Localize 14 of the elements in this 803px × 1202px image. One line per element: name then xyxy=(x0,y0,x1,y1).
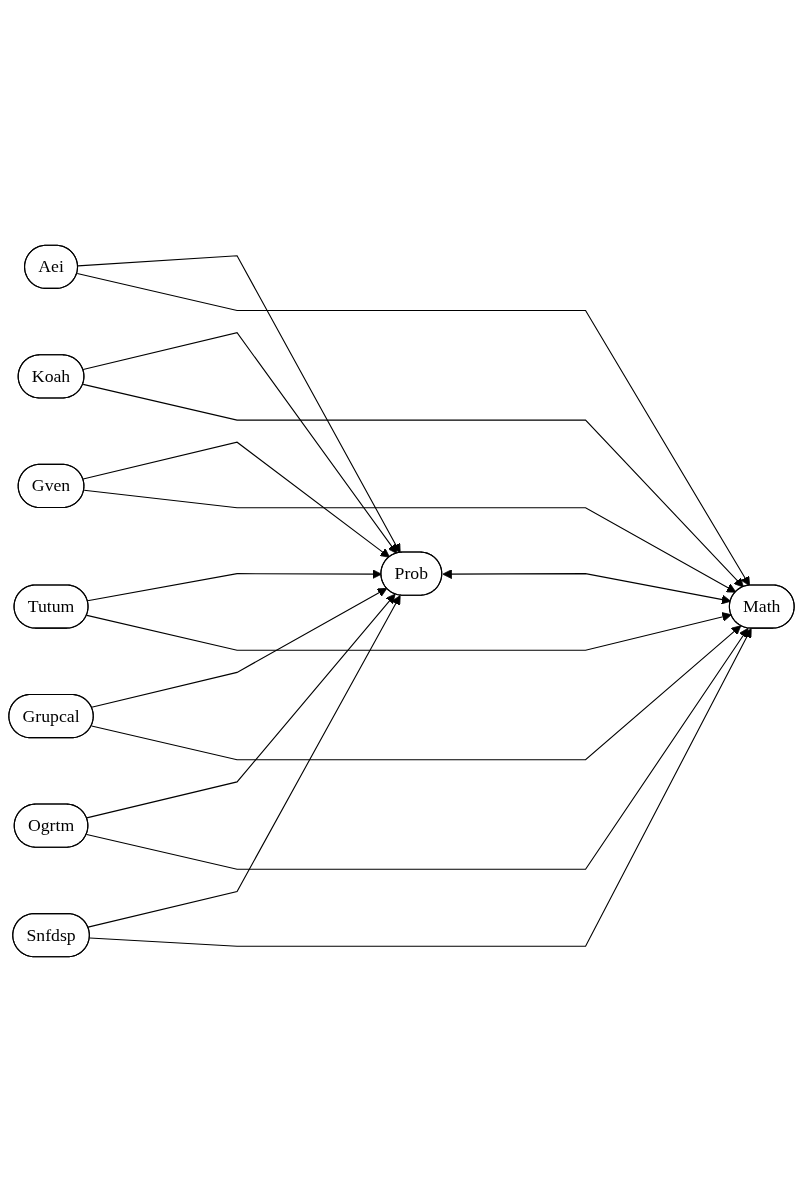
arrow xyxy=(86,593,396,819)
arrow xyxy=(91,587,388,708)
arrow xyxy=(86,612,732,651)
arrow xyxy=(87,569,382,602)
arrow xyxy=(91,625,742,761)
arrow xyxy=(76,272,750,587)
arrow xyxy=(87,595,401,928)
arrow xyxy=(77,255,401,554)
arrow xyxy=(83,489,737,593)
arrow xyxy=(89,628,752,947)
arrow xyxy=(82,383,744,588)
arrow xyxy=(82,332,398,554)
arrow xyxy=(82,441,390,558)
arrow xyxy=(86,627,749,870)
